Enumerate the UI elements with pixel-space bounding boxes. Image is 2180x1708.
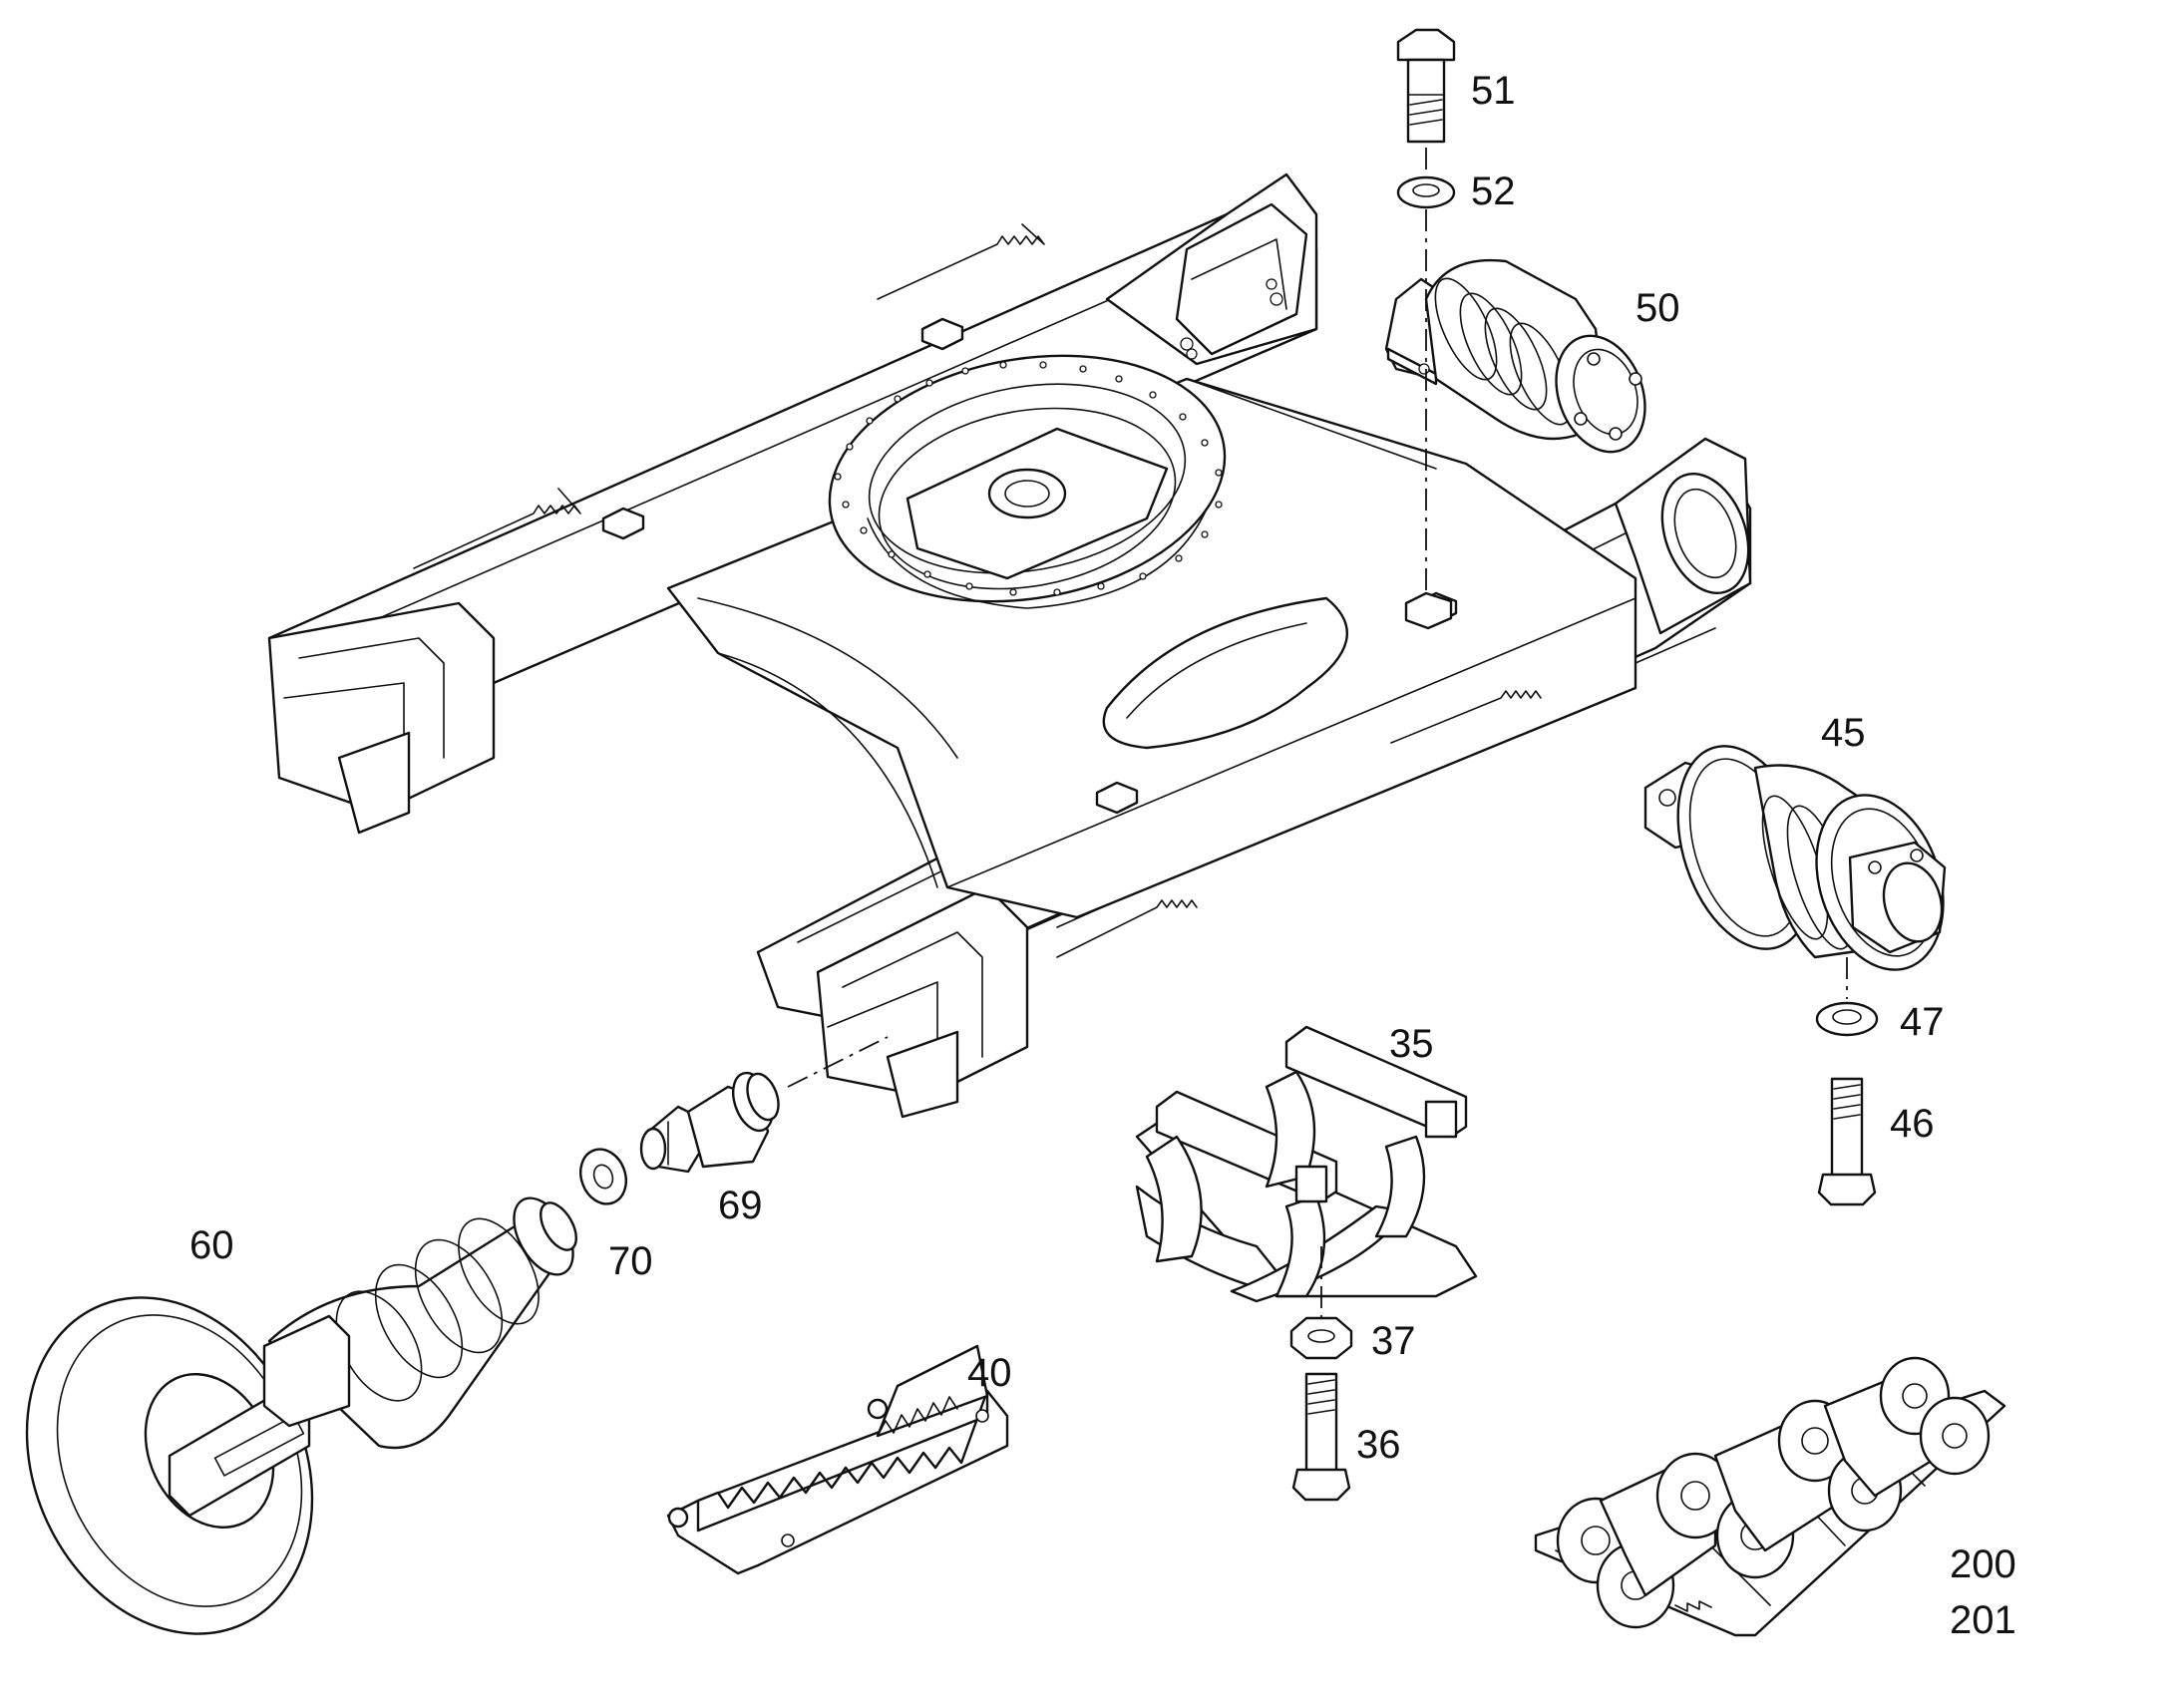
callout-50: 50 — [1635, 286, 1680, 330]
carrier-roller-50 — [1384, 258, 1646, 454]
callout-36: 36 — [1356, 1423, 1401, 1467]
grease-fitting-69 — [639, 1071, 780, 1174]
callout-labels: 51 52 50 45 47 46 35 37 36 69 70 60 40 2… — [189, 69, 2016, 1642]
nut-37 — [1289, 1316, 1353, 1360]
assembly-axis-tensioner — [787, 1036, 889, 1088]
bolt-46 — [1817, 1077, 1877, 1206]
idler-recoil-assembly-60 — [25, 1196, 577, 1635]
callout-200: 200 — [1950, 1542, 2016, 1586]
callout-60: 60 — [189, 1223, 234, 1267]
callout-69: 69 — [718, 1184, 763, 1227]
track-guide-35 — [1135, 1025, 1478, 1303]
callout-201: 201 — [1950, 1598, 2016, 1642]
track-guard-40 — [666, 1344, 1009, 1575]
callout-46: 46 — [1890, 1102, 1935, 1146]
bolt-51 — [1396, 28, 1456, 144]
washer-70 — [579, 1148, 627, 1205]
track-chain-200-201 — [1534, 1356, 2006, 1637]
callout-47: 47 — [1900, 1000, 1945, 1044]
callout-35: 35 — [1389, 1022, 1434, 1066]
callout-51: 51 — [1471, 69, 1516, 113]
callout-40: 40 — [967, 1351, 1012, 1395]
carrier-roller-mount-block — [1404, 591, 1453, 630]
slew-ring-bolt-holes — [834, 361, 1223, 596]
bolt-36 — [1291, 1372, 1351, 1502]
washer-47 — [1815, 1001, 1879, 1037]
callout-52: 52 — [1471, 170, 1516, 213]
track-roller-45 — [1643, 745, 1947, 971]
washer-52 — [1396, 175, 1456, 209]
callout-70: 70 — [608, 1239, 653, 1283]
callout-45: 45 — [1821, 711, 1866, 755]
undercarriage-frame — [267, 172, 1752, 1119]
callout-37: 37 — [1371, 1319, 1416, 1363]
